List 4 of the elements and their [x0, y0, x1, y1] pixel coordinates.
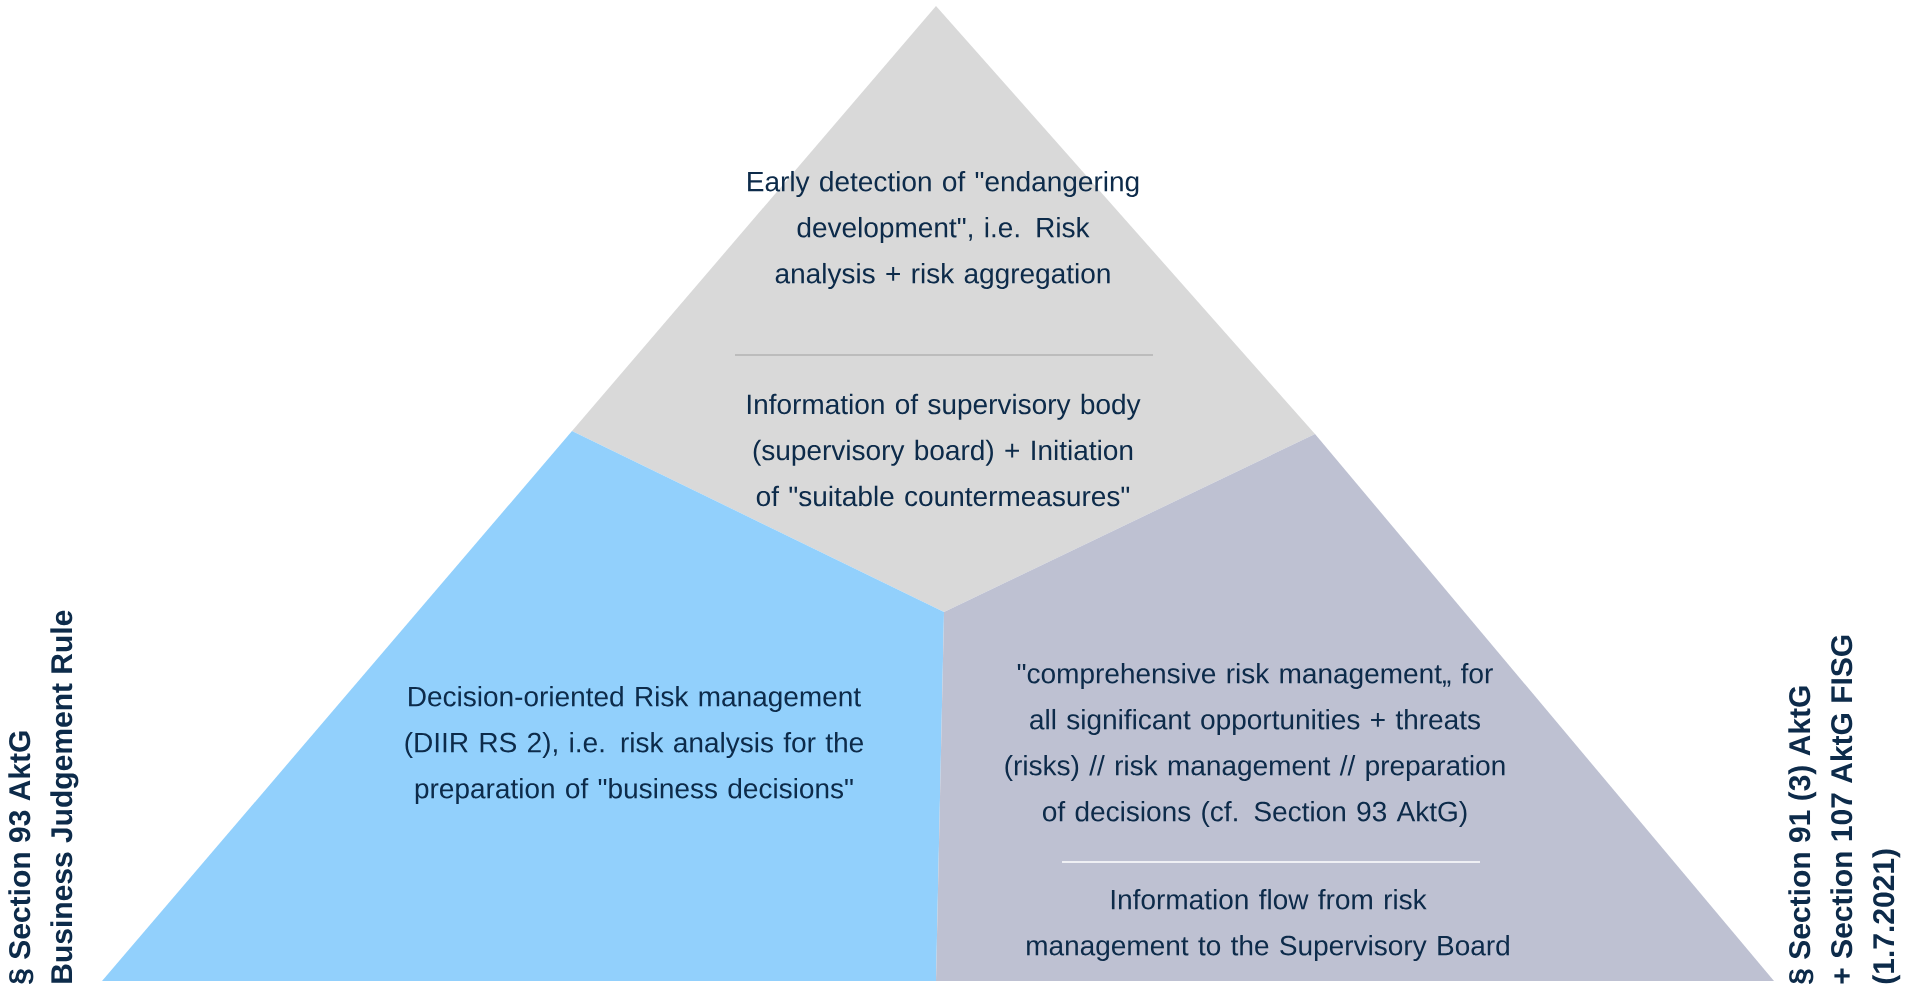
side-label: § Section 93 AktG [8, 731, 34, 984]
pyramid-segment: Early detection of "endangering development", i.e. Risk analysis + risk aggregation Information of supervisory body (supervisory board) + Initiation of "suitable countermeasures" [572, 6, 1315, 612]
side-label: (1.7.2021) [1872, 849, 1901, 984]
side-label: + Section 107 AktG FISG [1830, 635, 1853, 984]
